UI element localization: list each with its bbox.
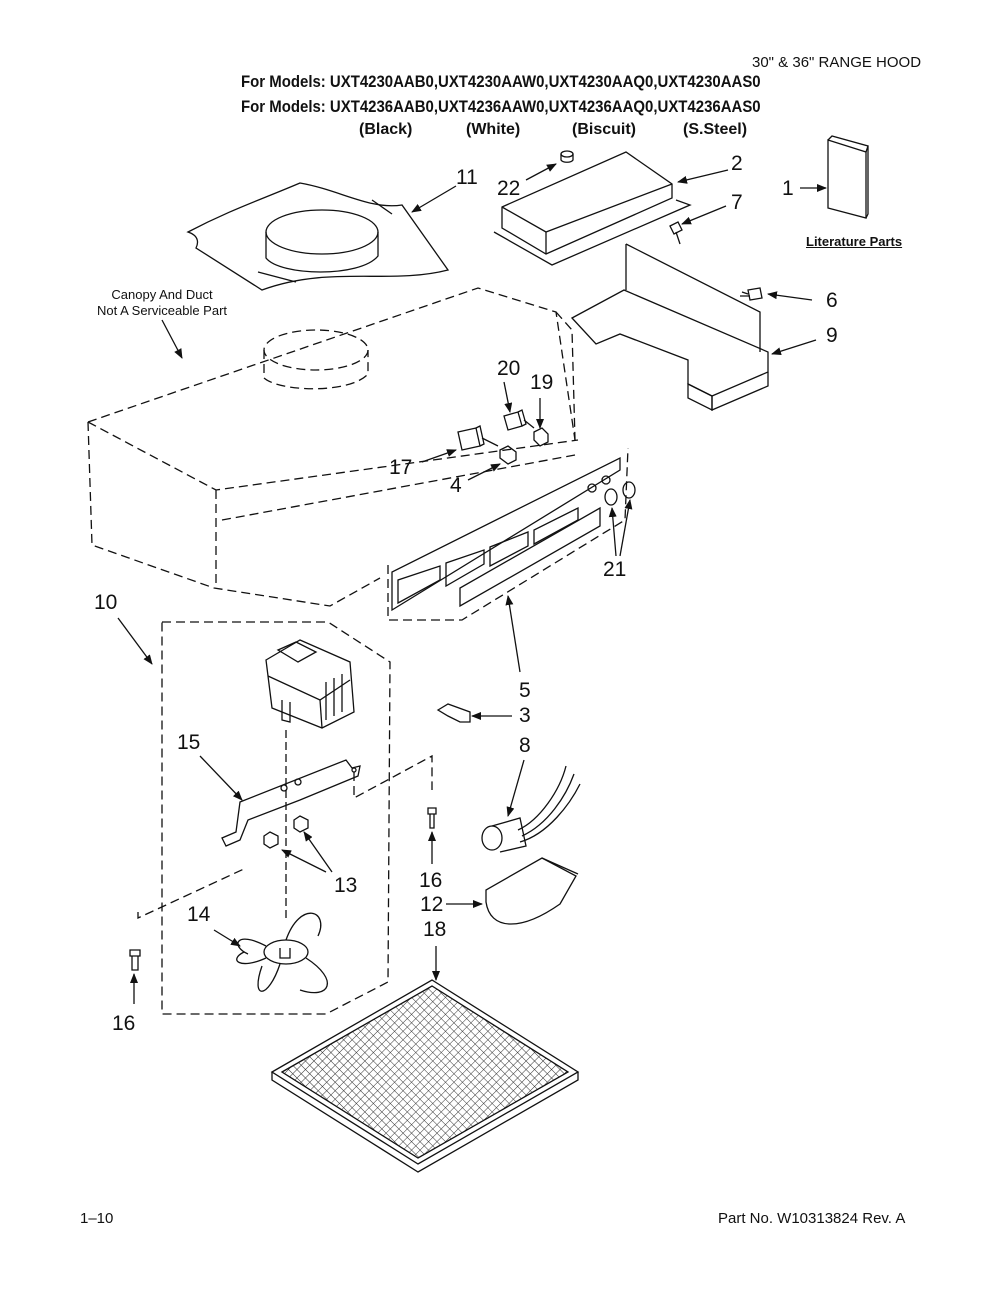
switch-part-20 [504, 410, 534, 430]
diagram-category: 30" & 36" RANGE HOOD [752, 54, 922, 71]
callout-9: 9 [826, 324, 838, 347]
callout-18: 18 [423, 918, 447, 941]
motor-assembly-outline [138, 622, 432, 1014]
fan-blade-part [237, 913, 328, 992]
models-line-2: For Models: UXT4236AAB0,UXT4236AAW0,UXT4… [241, 97, 761, 116]
canopy-outline [88, 288, 578, 606]
lamp-socket-part [482, 766, 580, 852]
callout-1: 1 [782, 177, 794, 200]
callout-22: 22 [497, 177, 521, 200]
control-panel-outline [388, 448, 628, 620]
callout-12: 12 [420, 893, 444, 916]
color-stainless: (S.Steel) [683, 121, 748, 138]
screw-part-16-left [130, 950, 140, 970]
color-black: (Black) [359, 121, 413, 138]
plug-button-part [561, 151, 573, 162]
grease-filter-part [272, 980, 578, 1172]
knob-part-21 [605, 482, 635, 505]
light-cover-part [486, 858, 578, 924]
callout-11: 11 [456, 166, 478, 189]
callout-20: 20 [497, 357, 521, 380]
callout-6: 6 [826, 289, 838, 312]
callout-14: 14 [187, 903, 211, 926]
callout-2: 2 [731, 152, 743, 175]
literature-parts-label: Literature Parts [806, 234, 903, 249]
clip-part [438, 704, 470, 722]
nut-part-4 [500, 446, 516, 464]
leader-lines [118, 164, 827, 1004]
callout-4: 4 [450, 474, 462, 497]
canopy-note: Canopy And Duct Not A Serviceable Part [82, 287, 242, 319]
callout-10: 10 [94, 591, 118, 614]
switch-part-17 [458, 426, 498, 450]
callout-5: 5 [519, 679, 531, 702]
bracket-housing-part [572, 244, 768, 410]
nut-part-13 [264, 816, 308, 848]
screw-part [670, 222, 682, 244]
literature-booklet-part [828, 136, 868, 218]
page-number: 1–10 [80, 1210, 114, 1227]
callout-8: 8 [519, 734, 531, 757]
color-white: (White) [466, 121, 521, 138]
color-biscuit: (Biscuit) [572, 121, 636, 138]
screw-part-16-right [428, 808, 436, 828]
callout-13: 13 [334, 874, 358, 897]
callout-19: 19 [530, 371, 554, 394]
callout-7: 7 [731, 191, 743, 214]
callout-15: 15 [177, 731, 201, 754]
part-number: Part No. W10313824 Rev. A [718, 1210, 906, 1227]
nut-part-19 [534, 428, 548, 446]
canopy-note-line-1: Canopy And Duct [111, 287, 213, 302]
duct-plate-part [188, 183, 448, 290]
callout-3: 3 [519, 704, 531, 727]
callout-21: 21 [603, 558, 627, 581]
callout-17: 17 [389, 456, 413, 479]
models-line-1: For Models: UXT4230AAB0,UXT4230AAW0,UXT4… [241, 72, 761, 91]
callout-16-right: 16 [419, 869, 443, 892]
motor-bracket-part [222, 760, 360, 846]
callout-16-left: 16 [112, 1012, 136, 1035]
bracket-screw-part [740, 288, 762, 300]
motor-part [266, 640, 354, 920]
cover-box-part [494, 152, 690, 265]
canopy-note-line-2: Not A Serviceable Part [96, 303, 228, 318]
